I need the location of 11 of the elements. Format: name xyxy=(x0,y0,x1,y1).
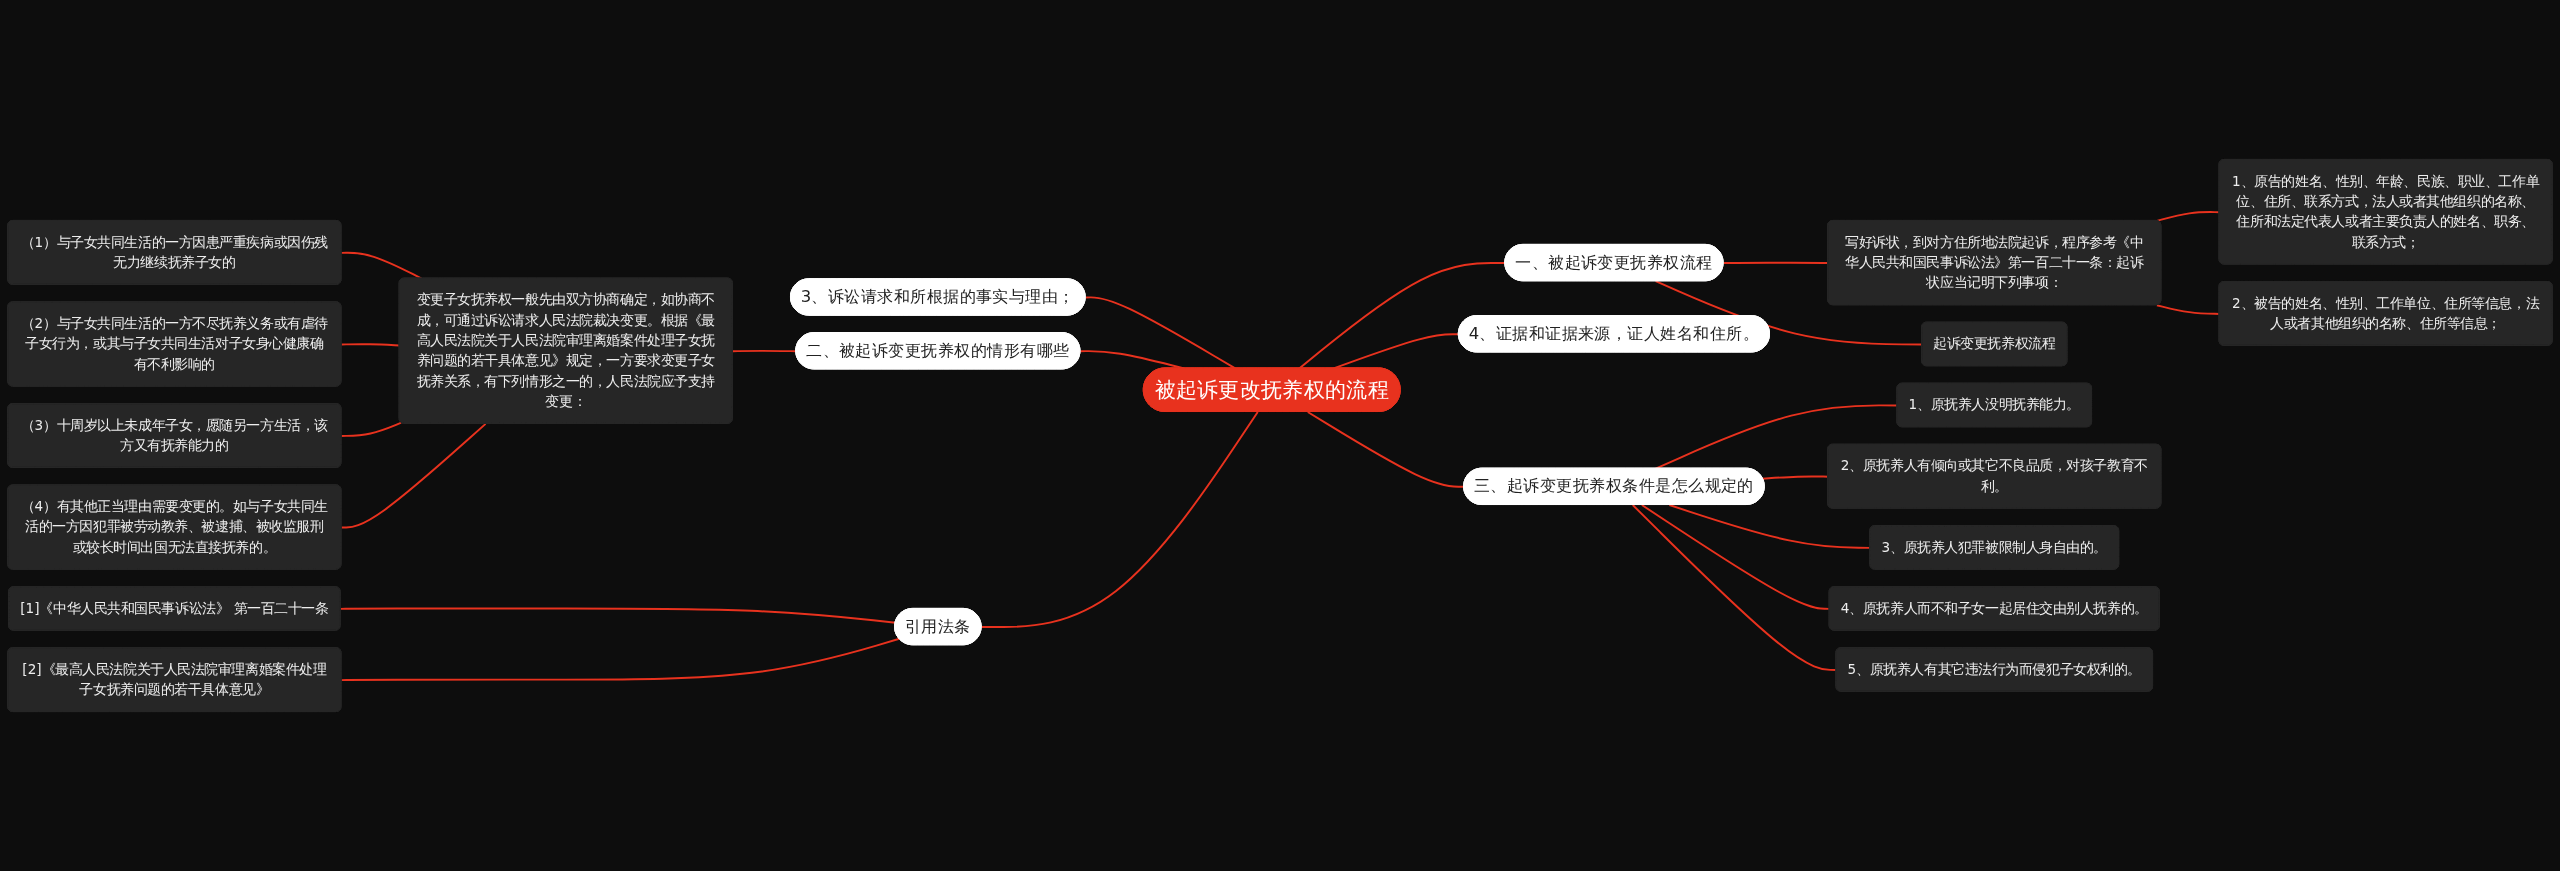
connector xyxy=(340,251,423,280)
connector xyxy=(340,637,901,682)
connector xyxy=(339,607,897,624)
connector xyxy=(1640,504,1831,610)
connector xyxy=(340,343,401,347)
connector xyxy=(2155,211,2221,222)
connector xyxy=(2155,304,2221,315)
connector xyxy=(731,349,798,353)
connector xyxy=(980,411,1259,629)
connector xyxy=(340,421,403,437)
connector xyxy=(340,422,487,529)
